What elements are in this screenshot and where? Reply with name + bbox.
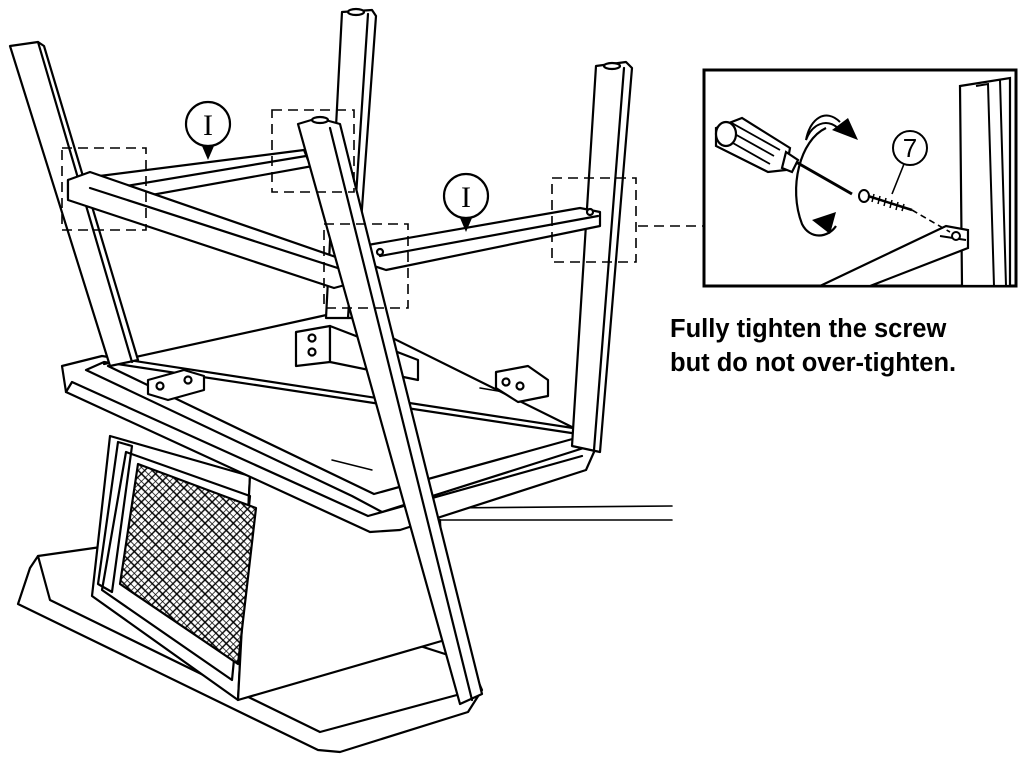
detail-box-2 — [271, 109, 355, 193]
callout-I-left: I — [184, 100, 232, 160]
callout-I-right-text: I — [461, 181, 471, 214]
part-number-text: 7 — [903, 133, 917, 163]
leg-front — [296, 115, 484, 706]
detail-box-4 — [551, 177, 637, 263]
screwdriver-icon — [714, 116, 853, 196]
clockwise-rotation-arrow-icon — [795, 114, 858, 237]
instruction-line-2: but do not over-tighten. — [670, 349, 957, 377]
leg-back-right — [570, 60, 634, 454]
callout-I-left-text: I — [203, 109, 213, 142]
table-top-frame — [60, 310, 596, 534]
instruction-text: Fully tighten the screw but do not over-… — [670, 312, 1024, 380]
mesh-panel — [100, 450, 258, 682]
detail-box-3 — [323, 223, 409, 309]
detail-box-1 — [61, 147, 147, 231]
callout-part-7: 7 — [891, 130, 928, 195]
wood-screw-icon — [858, 189, 913, 212]
rail-right — [360, 206, 602, 272]
callout-I-right: I — [442, 172, 490, 232]
detail-boxes — [61, 109, 704, 309]
detail-inset: 7 — [702, 68, 1018, 288]
instruction-line-1: Fully tighten the screw — [670, 315, 947, 343]
